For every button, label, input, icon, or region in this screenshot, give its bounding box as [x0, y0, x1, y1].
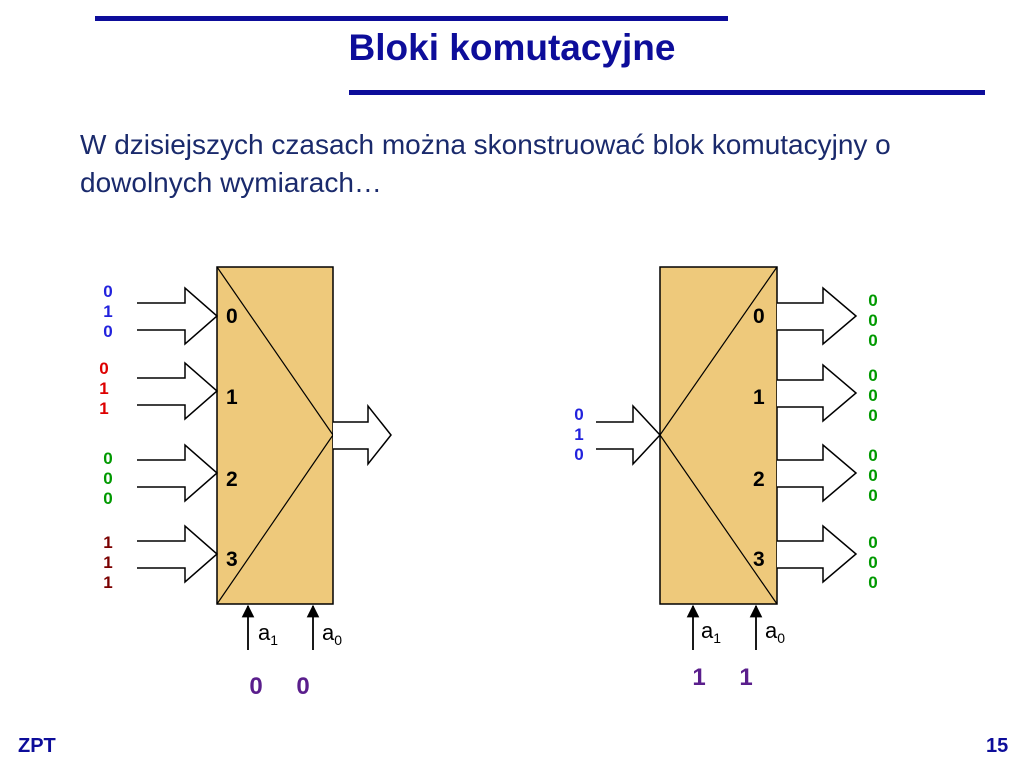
select-label-a1: a1 [701, 618, 721, 646]
bit: 0 [574, 445, 583, 464]
bit: 0 [868, 406, 877, 425]
bit: 1 [103, 573, 112, 592]
input-arrow-3 [137, 524, 219, 584]
bit: 1 [99, 399, 108, 418]
output-bits-3: 0 0 0 [868, 533, 877, 592]
bit: 1 [99, 379, 108, 398]
output-arrow-2 [777, 443, 858, 503]
input-bits-0: 0 1 0 [103, 282, 112, 341]
bit: 0 [103, 469, 112, 488]
bit: 1 [103, 533, 112, 552]
port-label-3: 3 [753, 548, 765, 571]
title-rule-bottom [349, 90, 985, 95]
control-bit-a1: 0 [249, 673, 262, 700]
bit: 0 [868, 386, 877, 405]
port-label-2: 2 [226, 468, 238, 491]
output-arrow-0 [777, 286, 858, 346]
input-bits: 0 1 0 [574, 405, 583, 464]
input-bits-1: 0 1 1 [99, 359, 108, 418]
bit: 0 [103, 282, 112, 301]
output-bits-1: 0 0 0 [868, 366, 877, 425]
output-arrow-3 [777, 524, 858, 584]
select-label-a0: a0 [765, 618, 785, 646]
bit: 0 [103, 322, 112, 341]
multiplexer-diagonal-upper [216, 266, 334, 436]
bit: 0 [103, 489, 112, 508]
title-rule-top [95, 16, 728, 21]
bit: 0 [868, 446, 877, 465]
multiplexer: 0 1 2 3 0 1 0 0 1 1 0 0 0 1 1 1 a1 a0 [99, 266, 392, 700]
page-number: 15 [986, 735, 1009, 757]
demultiplexer-block [659, 266, 778, 605]
port-label-0: 0 [753, 305, 765, 328]
slide-title: Bloki komutacyjne [348, 27, 676, 68]
multiplexer-diagonal-lower [216, 434, 334, 605]
bit: 0 [868, 311, 877, 330]
output-bits-2: 0 0 0 [868, 446, 877, 505]
select-label-a0: a0 [322, 620, 342, 648]
bit: 1 [103, 553, 112, 572]
bit: 0 [868, 573, 877, 592]
bit: 0 [99, 359, 108, 378]
select-label-a1: a1 [258, 620, 278, 648]
port-label-1: 1 [226, 386, 238, 409]
input-arrow-1 [137, 361, 219, 421]
port-label-3: 3 [226, 548, 238, 571]
bit: 0 [868, 366, 877, 385]
port-label-2: 2 [753, 468, 765, 491]
port-label-1: 1 [753, 386, 765, 409]
bit: 0 [103, 449, 112, 468]
bit: 0 [868, 331, 877, 350]
control-bit-a0: 1 [739, 664, 752, 691]
bit: 0 [868, 291, 877, 310]
input-arrow-0 [137, 286, 219, 346]
bit: 0 [868, 486, 877, 505]
bit: 0 [868, 466, 877, 485]
input-bits-2: 0 0 0 [103, 449, 112, 508]
bit: 1 [103, 302, 112, 321]
output-bits-0: 0 0 0 [868, 291, 877, 350]
demultiplexer-diagonal-lower [659, 434, 778, 605]
demultiplexer-diagonal-upper [659, 266, 778, 436]
footer-label: ZPT [18, 735, 56, 757]
bit: 0 [868, 553, 877, 572]
bit: 1 [574, 425, 583, 444]
input-bits-3: 1 1 1 [103, 533, 112, 592]
bit: 0 [574, 405, 583, 424]
port-label-0: 0 [226, 305, 238, 328]
input-arrow [596, 404, 662, 466]
output-arrow [333, 403, 392, 467]
control-bit-a0: 0 [296, 673, 309, 700]
input-arrow-2 [137, 443, 219, 503]
control-bit-a1: 1 [692, 664, 705, 691]
multiplexer-block [216, 266, 334, 605]
output-arrow-1 [777, 363, 858, 423]
bit: 0 [868, 533, 877, 552]
intro-text: W dzisiejszych czasach można skonstruowa… [80, 129, 891, 198]
demultiplexer: 0 1 2 3 0 1 0 0 0 0 0 0 0 0 0 0 0 0 0 [574, 266, 878, 691]
